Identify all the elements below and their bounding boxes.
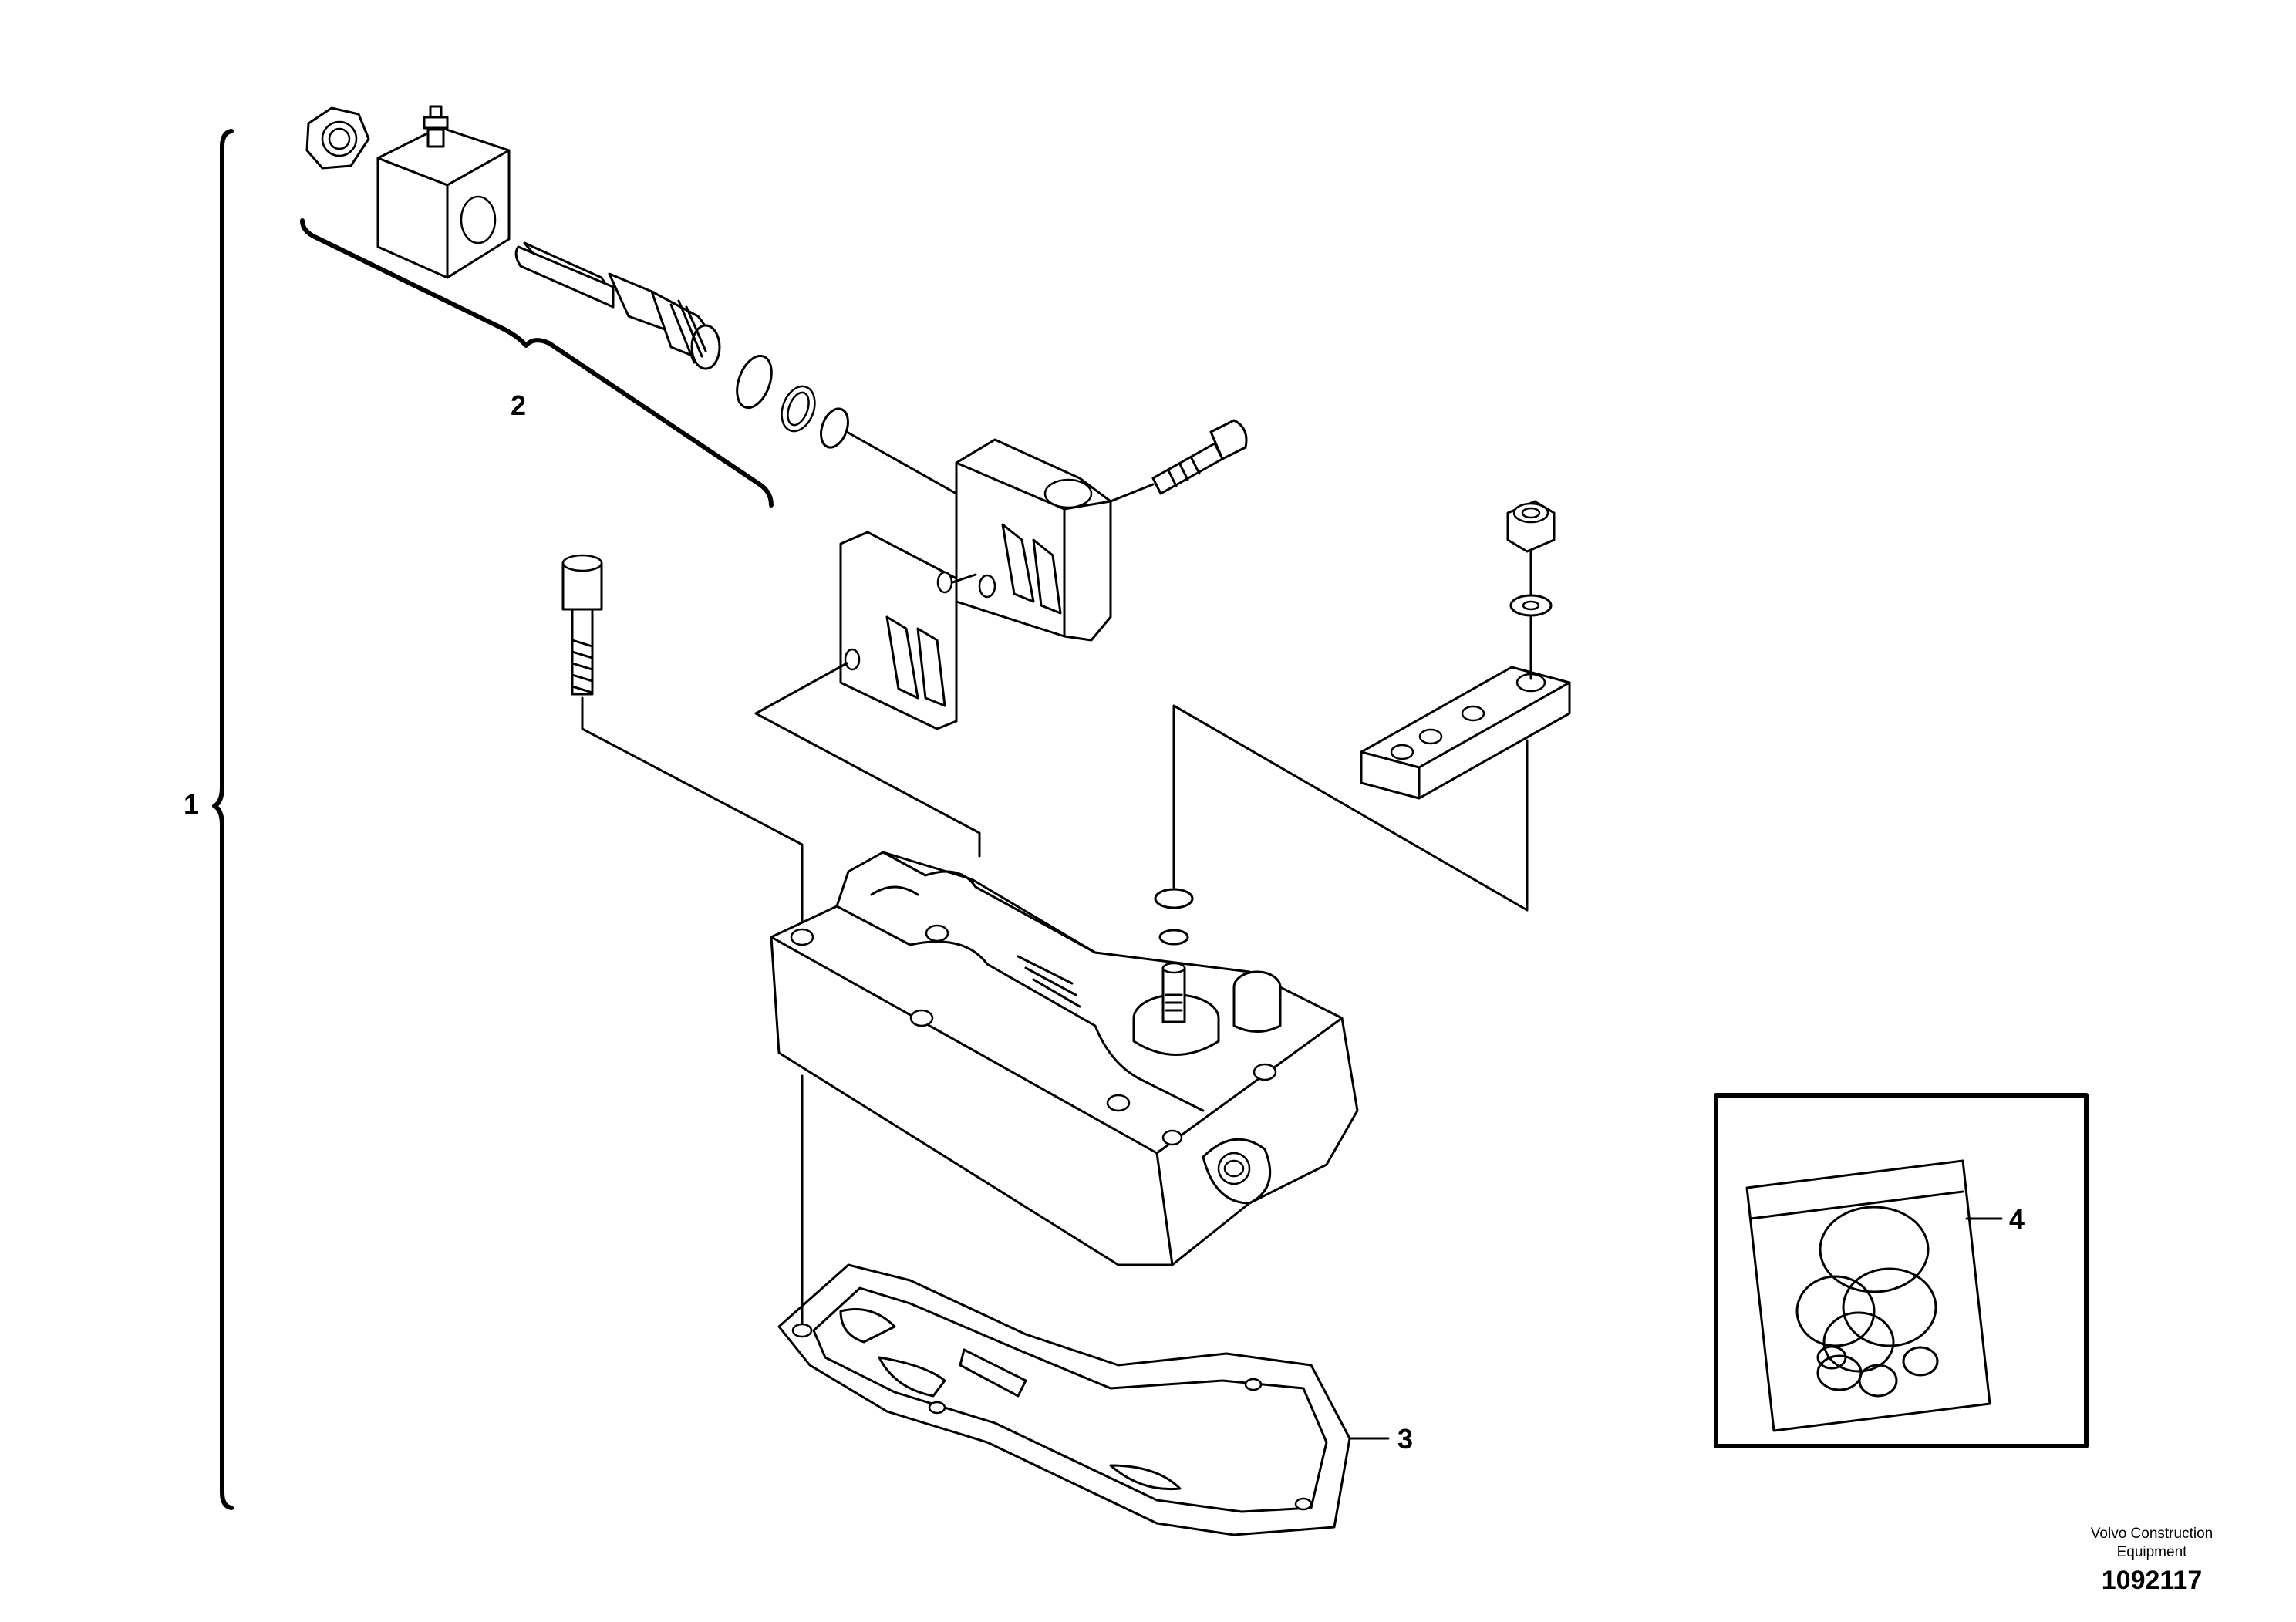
housing-gasket [777,1263,1351,1536]
clamp-nut [1506,500,1556,553]
callout-1: 1 [184,788,200,820]
adapter-gasket [839,531,958,730]
valve-adapter-block [955,438,1112,642]
clamp-plate [1360,666,1571,800]
leader-line-gasket [951,573,977,584]
callout-4: 4 [2009,1203,2025,1235]
brand-name-line-2: Equipment [2116,1544,2187,1560]
illustration-number: 1092117 [2101,1566,2203,1595]
assembly-bracket-1 [212,129,234,1510]
long-cap-screw [561,554,603,696]
seal-kit-inset [1714,1093,2089,1448]
valve-cartridge [514,241,721,370]
lock-nut [305,106,370,170]
leader-line-long-screw [581,696,804,939]
callout-3: 3 [1397,1423,1414,1455]
valve-housing [770,851,1359,1266]
solenoid-coil [376,105,511,279]
subassembly-bracket-2 [300,218,774,508]
adapter-cap-screw [1109,419,1248,503]
leader-line-gasket-to-housing [754,662,981,858]
brand-name-line-1: Volvo Construction [2090,1526,2213,1542]
callout-2: 2 [511,389,527,421]
leader-line-oring [845,430,958,495]
o-ring-set [736,354,849,449]
shaft-and-rings [1154,888,1194,1023]
clamp-lock-washer [1509,594,1553,617]
leader-line-shaft [1172,704,1529,912]
